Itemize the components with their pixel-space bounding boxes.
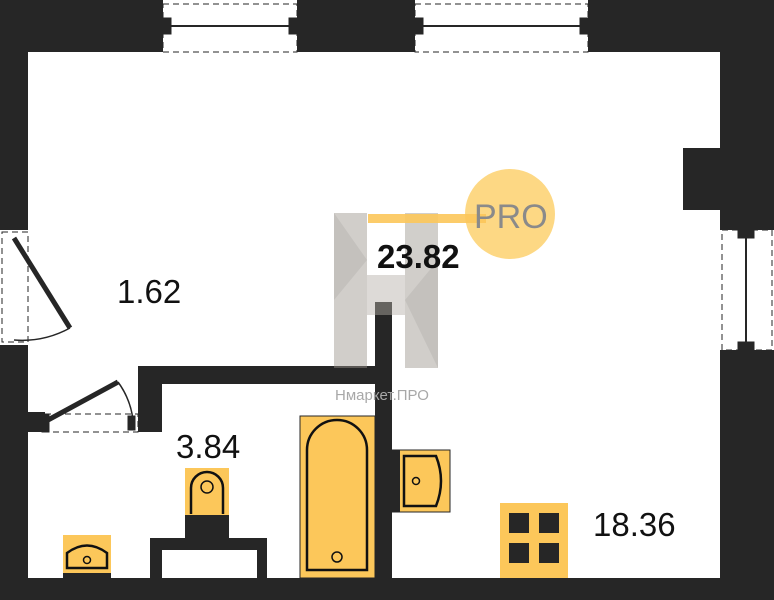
door-bathroom (41, 379, 139, 433)
area-bathroom: 3.84 (176, 428, 240, 465)
bathtub (299, 415, 376, 579)
windows (162, 3, 773, 351)
window-right (721, 229, 773, 351)
toilet (150, 468, 267, 578)
area-total: 23.82 (377, 238, 460, 275)
door-entrance (1, 231, 73, 343)
window-top-right (414, 3, 589, 53)
area-hallway: 1.62 (117, 273, 181, 310)
sink-bathroom (63, 535, 111, 578)
area-living: 18.36 (593, 506, 676, 543)
pro-badge (465, 169, 555, 259)
pro-badge-text: PRO (474, 198, 548, 236)
sink-kitchen (391, 449, 451, 513)
stove (500, 503, 568, 578)
watermark-logo (334, 213, 438, 368)
badge-bar (368, 214, 486, 223)
watermark-text: Нмаркет.ПРО (335, 387, 429, 404)
window-top-left (162, 3, 298, 53)
